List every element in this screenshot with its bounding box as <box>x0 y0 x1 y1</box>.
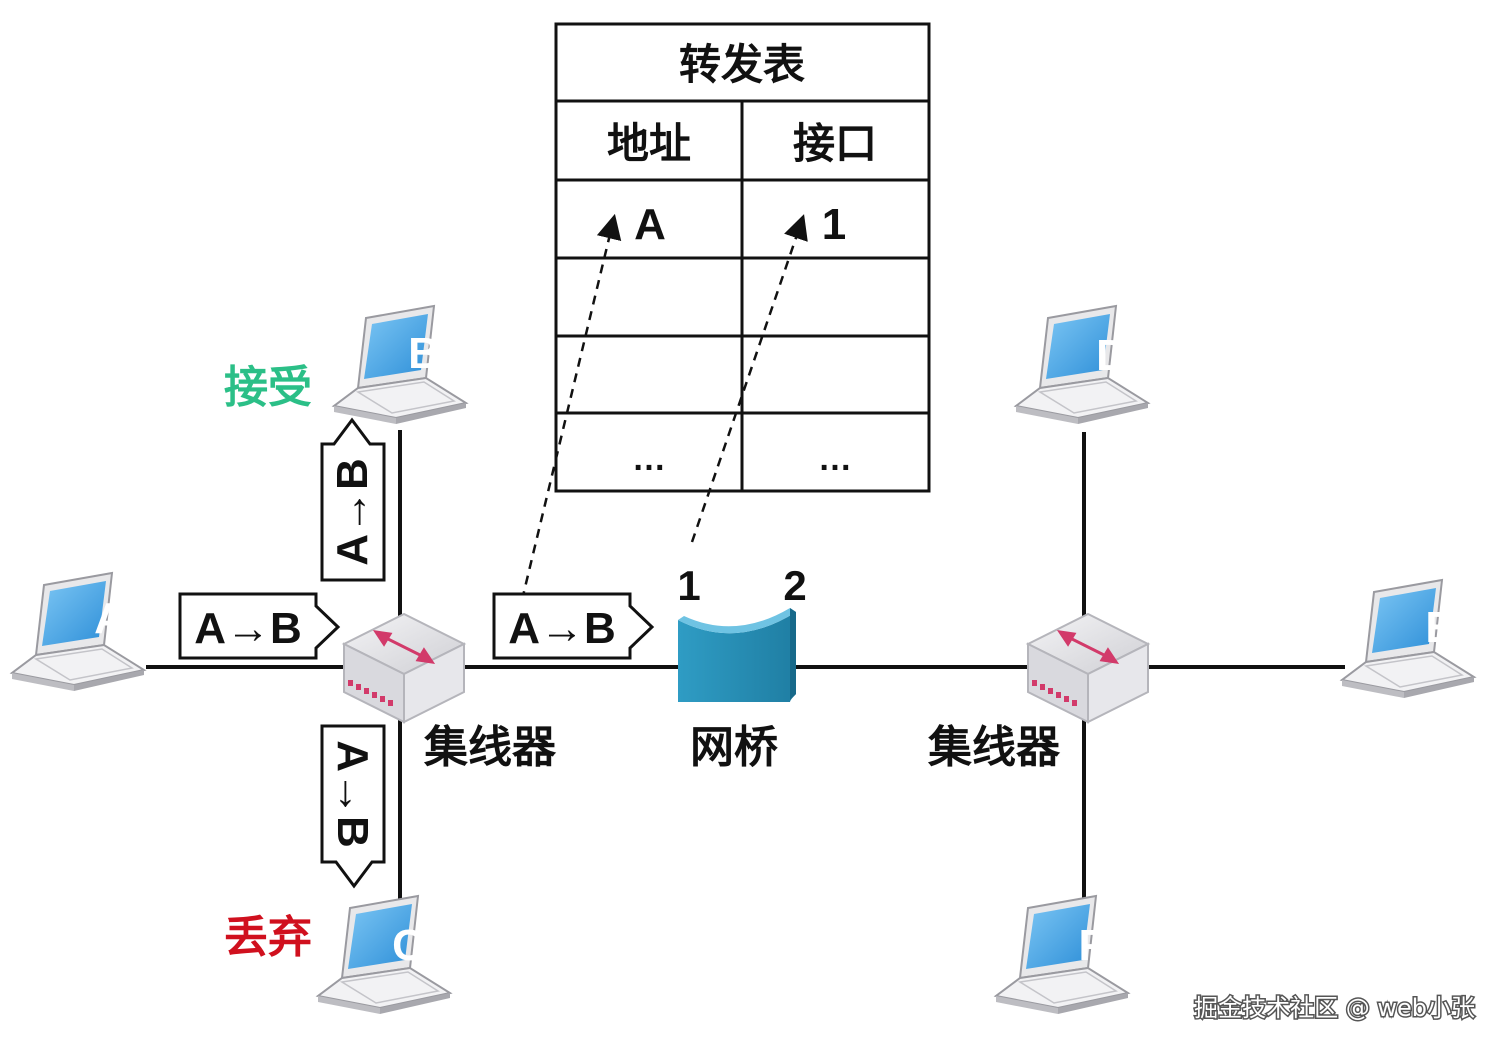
hub-right[interactable] <box>1027 613 1149 723</box>
frame-a-to-hub: A→B <box>178 592 341 660</box>
host-label: E <box>1425 603 1454 652</box>
table-cell-port: … <box>818 440 852 478</box>
frame-label: A→B <box>328 740 377 848</box>
hub-arrow-icon <box>1056 630 1120 664</box>
host-label: C <box>392 921 424 970</box>
table-cell-address: … <box>632 440 666 478</box>
frame-hub-to-bridge: A→B <box>492 592 655 660</box>
hub-left[interactable] <box>343 613 465 723</box>
host-e[interactable]: E <box>1341 579 1475 699</box>
hub-ports-icon <box>348 680 393 706</box>
table-cell-port: 1 <box>822 200 846 249</box>
host-d[interactable]: D <box>1015 305 1149 425</box>
watermark: 掘金技术社区 @ web小张 <box>1194 994 1475 1022</box>
host-label: F <box>1079 921 1106 970</box>
frame-hub-to-b: A→B <box>320 417 386 582</box>
hub-left-label: 集线器 <box>423 722 557 773</box>
table-title: 转发表 <box>679 40 805 89</box>
discard-label: 丢弃 <box>224 912 312 963</box>
host-label: B <box>408 329 440 378</box>
host-label: D <box>1096 331 1128 380</box>
hub-ports-icon <box>1032 680 1077 706</box>
learning-arrows <box>520 213 808 601</box>
table-cell-address: A <box>634 200 666 249</box>
frame-label: A→B <box>194 604 302 653</box>
forwarding-table: 转发表 地址 接口 A 1 … … <box>554 22 931 493</box>
frame-label: A→B <box>328 458 377 566</box>
table-header-address: 地址 <box>607 119 691 168</box>
bridge-port-1-label: 1 <box>677 562 700 609</box>
bridge-label: 网桥 <box>690 722 778 773</box>
links <box>146 430 1345 900</box>
host-a[interactable]: A <box>11 572 145 692</box>
learn-port-arrow <box>690 214 808 543</box>
hub-right-label: 集线器 <box>927 722 1061 773</box>
bridge-port-2-label: 2 <box>783 562 806 609</box>
host-f[interactable]: F <box>995 895 1129 1015</box>
host-c[interactable]: C <box>317 895 451 1015</box>
host-b[interactable]: B <box>333 305 467 425</box>
host-label: A <box>94 594 126 643</box>
table-header-port: 接口 <box>793 119 877 168</box>
frame-label: A→B <box>508 604 616 653</box>
bridge[interactable] <box>678 608 796 702</box>
hub-arrow-icon <box>372 630 436 664</box>
accept-label: 接受 <box>224 362 312 413</box>
learn-address-arrow <box>520 213 622 601</box>
frame-hub-to-c: A→B <box>320 724 386 889</box>
